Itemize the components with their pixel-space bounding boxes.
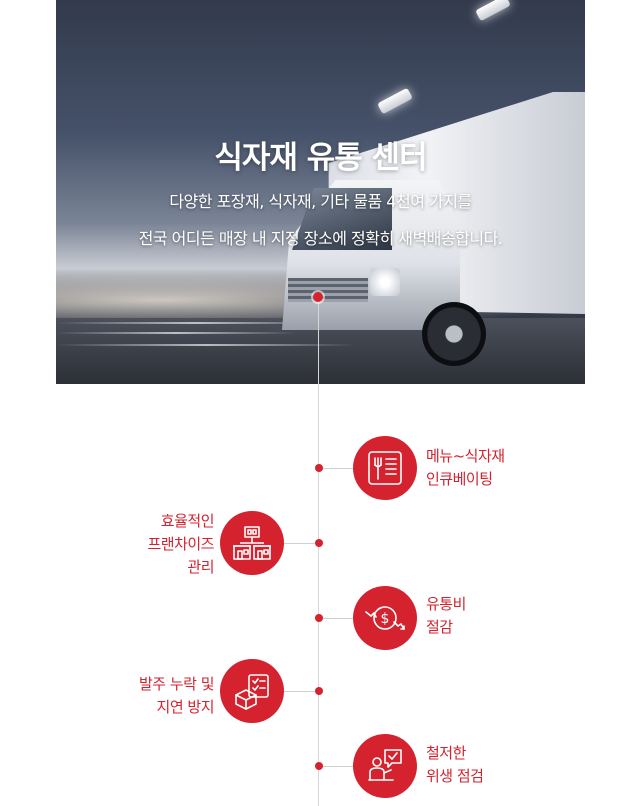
timeline-connector	[323, 618, 353, 619]
page-title: 식자재 유통 센터	[214, 140, 427, 176]
truck-grille	[288, 278, 368, 302]
timeline-start-dot	[313, 292, 323, 302]
hero-description-line-2: 전국 어디든 매장 내 지정 장소에 정확히 새벽배송합니다.	[138, 229, 503, 248]
feature-order-prevention	[220, 659, 284, 723]
timeline-connector	[284, 691, 315, 692]
light-streak	[56, 322, 336, 324]
franchise-stores-icon	[233, 526, 271, 560]
timeline-node	[315, 762, 323, 770]
feature-franchise-management	[220, 511, 284, 575]
order-checklist-icon	[235, 674, 269, 710]
street-lamp	[377, 87, 413, 115]
feature-label: 메뉴~식자재 인큐베이팅	[426, 447, 505, 488]
feature-label: 유통비 절감	[426, 595, 466, 636]
cost-savings-icon: $	[365, 606, 405, 630]
truck-wheel	[422, 302, 486, 366]
timeline-node	[315, 464, 323, 472]
light-streak	[56, 332, 296, 334]
svg-text:$: $	[381, 611, 390, 627]
feature-menu-incubating	[353, 436, 417, 500]
feature-label: 철저한 위생 점검	[426, 744, 484, 785]
truck-headlight	[370, 268, 400, 296]
hero-description-line-1: 다양한 포장재, 식자재, 기타 물품 4천여 가지를	[169, 192, 472, 211]
timeline-node	[315, 687, 323, 695]
menu-board-icon	[368, 451, 402, 485]
timeline-node	[315, 614, 323, 622]
timeline-connector	[323, 766, 353, 767]
timeline-node	[315, 539, 323, 547]
timeline-connector	[323, 468, 353, 469]
hero-banner	[56, 0, 585, 384]
timeline-line	[318, 297, 319, 806]
hygiene-inspection-icon	[368, 749, 402, 781]
feature-label: 발주 누락 및 지연 방지	[138, 675, 215, 716]
feature-hygiene-inspection	[353, 734, 417, 798]
light-streak	[56, 344, 356, 346]
feature-label: 효율적인 프랜차이즈 관리	[147, 512, 214, 576]
timeline-connector	[284, 543, 315, 544]
feature-distribution-cost: $	[353, 586, 417, 650]
street-lamp	[475, 0, 511, 22]
